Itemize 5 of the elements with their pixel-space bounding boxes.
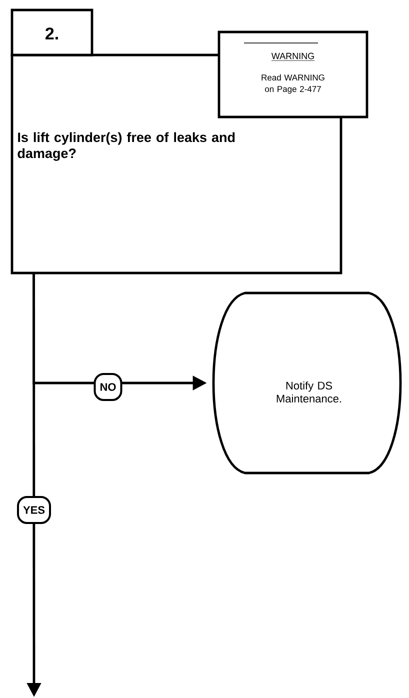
terminal-box: Notify DS Maintenance. [212,292,402,474]
warning-box: WARNING Read WARNING on Page 2-477 [218,30,368,118]
node-label: 2. [46,28,58,40]
edge-label: YES [17,496,51,524]
edge-label: NO [94,373,122,401]
